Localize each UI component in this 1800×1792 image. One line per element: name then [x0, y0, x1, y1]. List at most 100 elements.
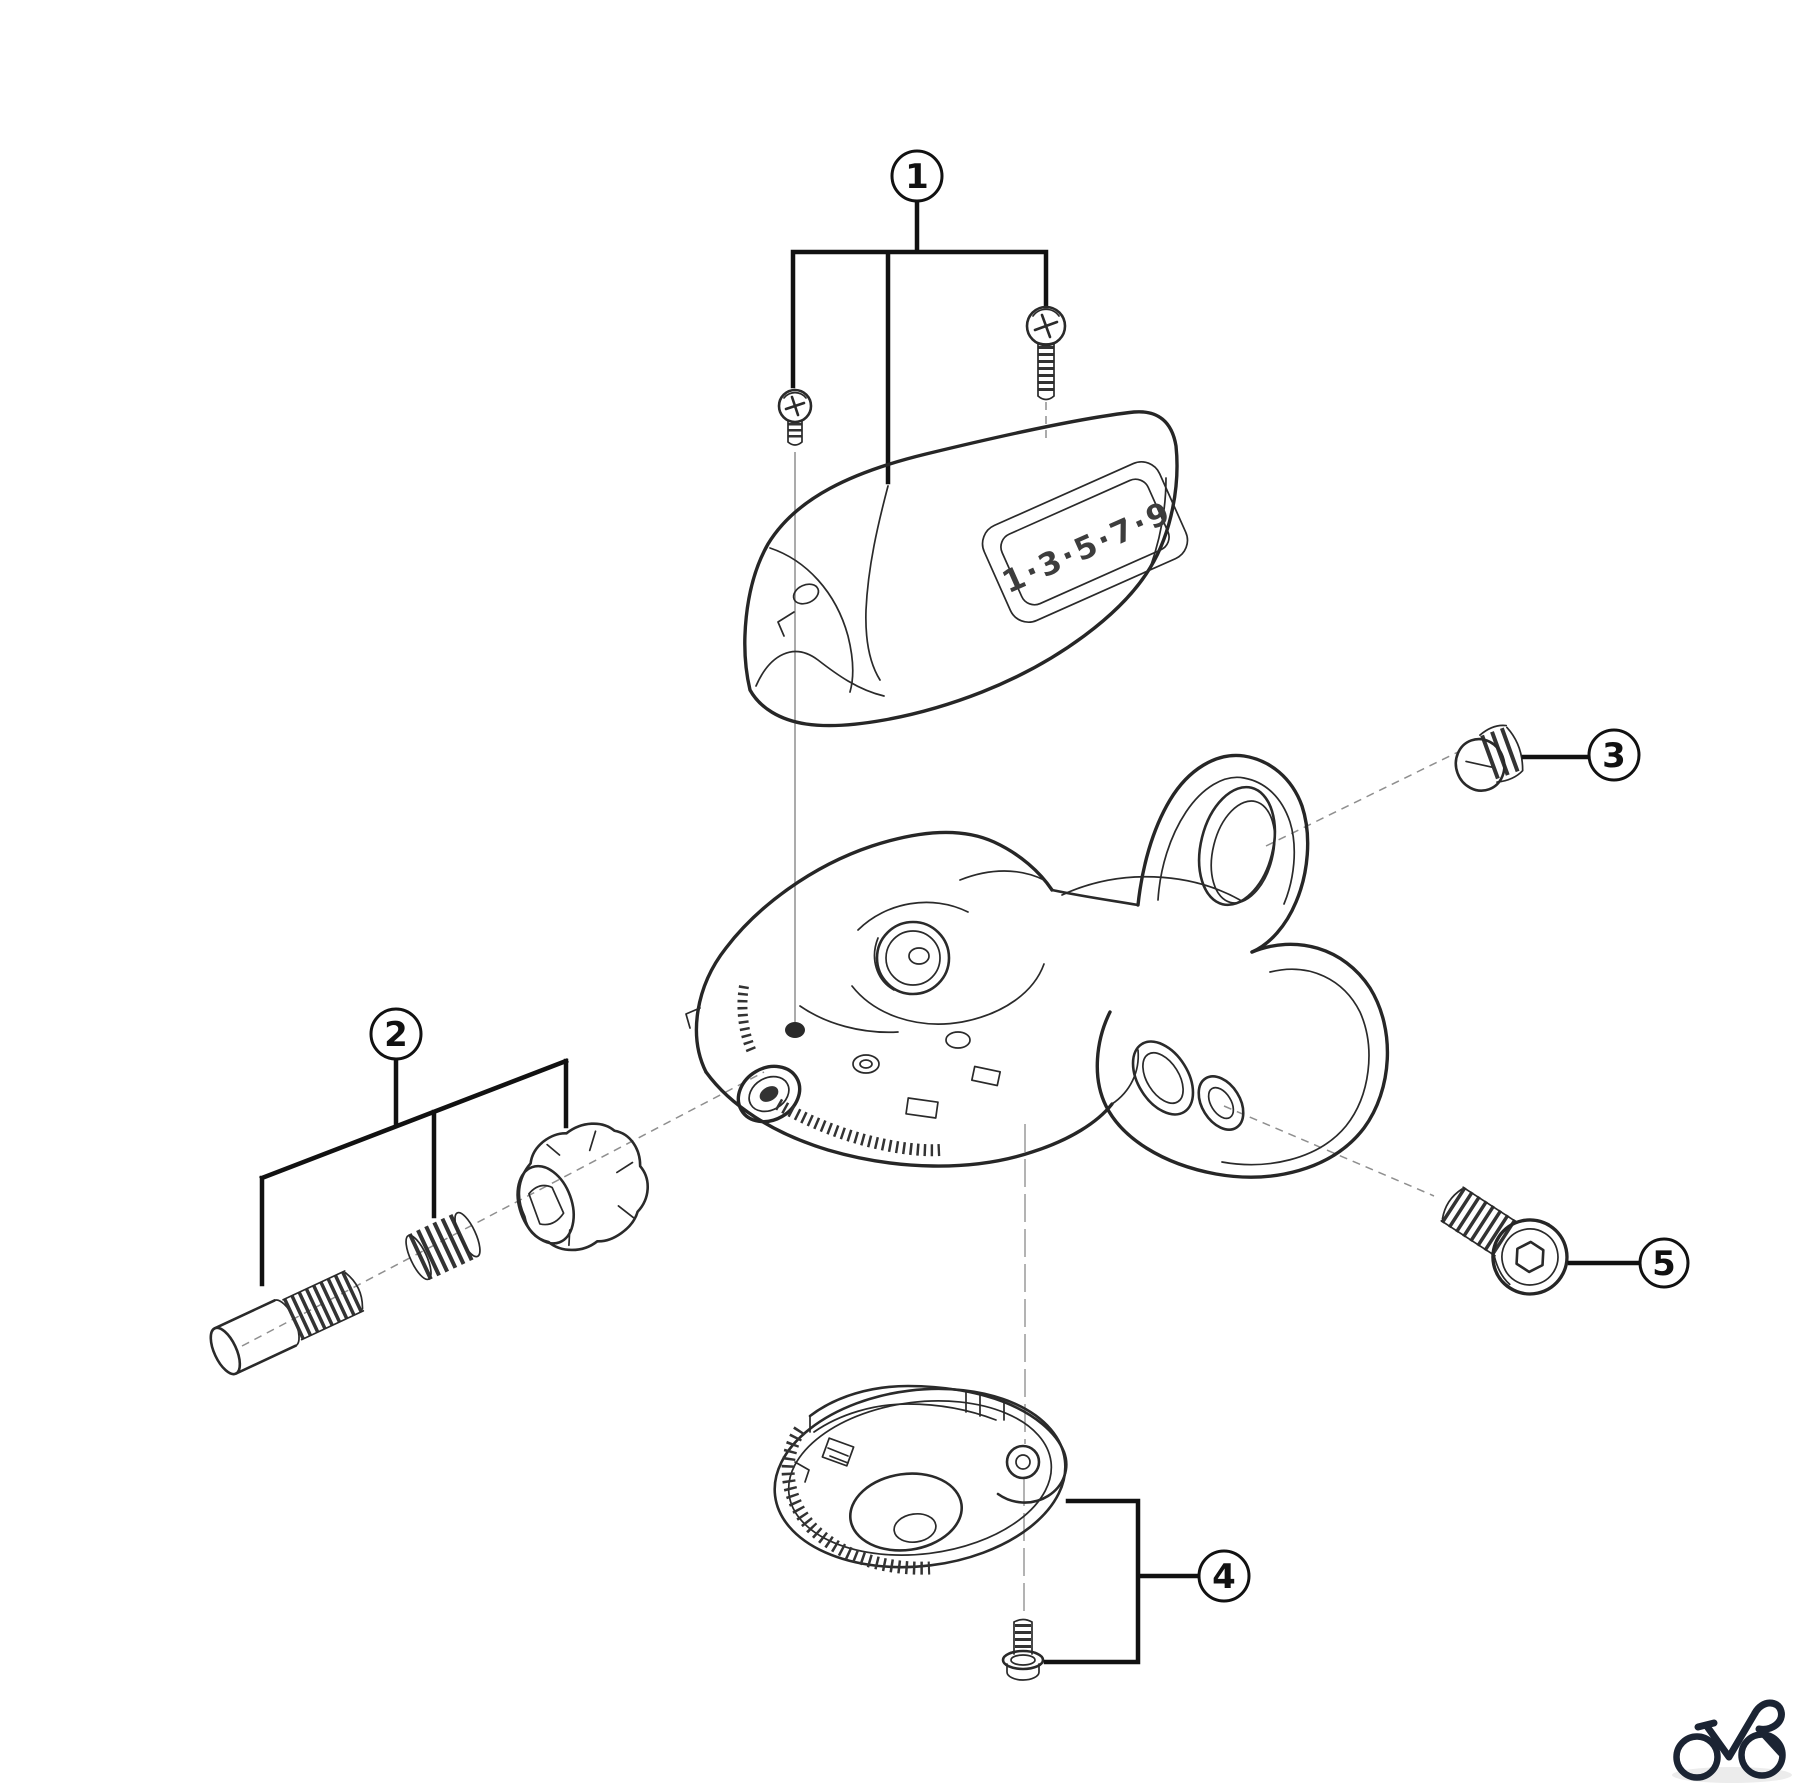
body-tab-1 — [970, 1065, 1002, 1087]
plate-wall-inner — [809, 1401, 1005, 1433]
plate-clip-lines — [827, 1447, 849, 1464]
cap-slot — [1465, 760, 1493, 768]
clamp-lug-hole-inner — [1207, 1086, 1235, 1120]
clamp-outer — [1136, 753, 1310, 954]
callout-4-label: 4 — [1212, 1557, 1236, 1597]
part-top-cover: 1·3·5·7·9 — [743, 410, 1189, 728]
callout-1-group: 1 — [790, 149, 1049, 485]
callout-5-label: 5 — [1652, 1244, 1676, 1284]
bicycle-logo-icon — [1672, 1699, 1792, 1783]
plate-tab — [996, 1400, 1068, 1504]
bolt-end-cap — [209, 1326, 242, 1376]
body-outline-bottom — [704, 1070, 1114, 1168]
lever-inner-line — [1221, 968, 1370, 1166]
knob-scalloped-outline — [517, 1122, 649, 1252]
body-to-clamp — [1050, 888, 1140, 907]
callout-4-bracket — [1043, 1498, 1199, 1665]
front-ring-outer — [1131, 1040, 1195, 1116]
screw-hole — [785, 1022, 805, 1038]
bolt-head-chamfer — [1501, 1228, 1559, 1286]
leader-lines — [241, 402, 1459, 1616]
cover-outline — [743, 410, 1179, 728]
pivot-center-hole — [908, 947, 930, 965]
plate-tab-hole-outer — [1005, 1444, 1041, 1480]
part-sealing-cap — [1454, 724, 1524, 792]
callout-5-circle — [1638, 1237, 1690, 1289]
body-front-edge — [1111, 1049, 1140, 1105]
adjuster-barrel-outer — [736, 1064, 802, 1124]
body-tab-3 — [685, 1007, 701, 1029]
adjuster-barrel-hole — [759, 1086, 779, 1102]
bolt-thread-outline — [1440, 1186, 1518, 1257]
bolt-shoulder — [273, 1299, 300, 1347]
bolt-thread-outline — [282, 1270, 365, 1341]
bolt-head-outer — [1491, 1218, 1569, 1296]
logo-r-shape — [1751, 1699, 1785, 1757]
knob-socket — [528, 1184, 565, 1226]
callout-2-group: 2 — [259, 1007, 569, 1287]
screw-shaft — [1013, 1618, 1033, 1655]
bolt-cylinder — [213, 1299, 297, 1375]
plate-rim-hatch — [781, 1426, 931, 1575]
screw-cross-slot — [784, 395, 806, 417]
bolt-threads — [1440, 1186, 1518, 1257]
front-ring-inner — [1142, 1051, 1184, 1105]
knob-face — [516, 1164, 575, 1245]
cam-curve-2 — [851, 963, 1045, 1025]
callout-1-label: 1 — [905, 157, 929, 197]
body-detail-oval-2b — [859, 1059, 873, 1069]
plate-wall-outer — [808, 1384, 1006, 1418]
leader-clamp-bolt-axis — [1223, 1105, 1435, 1197]
cam-curve-4 — [959, 870, 1045, 881]
spring-end-right — [454, 1211, 481, 1258]
lever-outline — [1095, 942, 1390, 1179]
part-clamp-bolt — [1440, 1186, 1569, 1296]
plate-wall-notch — [965, 1391, 981, 1417]
callout-3-circle — [1587, 728, 1641, 782]
part-adjuster-knob — [516, 1122, 649, 1252]
bolt-threads — [283, 1271, 364, 1340]
part-cover-screw-large — [1025, 305, 1067, 401]
screw-head-dome — [783, 391, 807, 399]
callout-3-group: 3 — [1521, 728, 1641, 782]
cover-face-divider — [769, 547, 854, 693]
screw-head — [1025, 305, 1067, 347]
plate-left-notch — [794, 1461, 810, 1483]
cover-bar-saddle — [755, 650, 885, 697]
screw-shaft — [1037, 343, 1055, 401]
callout-1-bracket — [790, 199, 1049, 485]
callout-3-label: 3 — [1602, 736, 1626, 776]
screw-head — [777, 388, 813, 424]
leader-cap-axis — [1265, 751, 1459, 847]
part-shifter-body — [685, 830, 1245, 1168]
cover-crease — [865, 485, 889, 681]
spring-end-left — [405, 1234, 432, 1281]
cover-tab — [777, 611, 795, 637]
part-thumb-lever — [1061, 875, 1390, 1179]
callout-4-group: 4 — [1043, 1498, 1251, 1665]
plate-dome-hole — [893, 1512, 937, 1544]
screw-cross-slot — [1033, 313, 1059, 339]
indicator-window-outer — [981, 461, 1189, 623]
screw-shaft — [787, 420, 803, 446]
callout-1-circle — [890, 149, 944, 203]
clamp-opening-outer — [1197, 785, 1277, 907]
part-clamp-band — [1136, 753, 1310, 954]
edge-ribs — [737, 985, 757, 1055]
body-tab-2 — [905, 1097, 939, 1119]
cam-curve-1 — [857, 901, 969, 931]
part-adjuster-spring — [405, 1211, 481, 1281]
bolt-hex-socket — [1515, 1240, 1545, 1274]
screw-head-dome — [1032, 308, 1060, 317]
cover-vent-oval — [792, 583, 820, 605]
plate-clip-tab — [821, 1437, 855, 1467]
callout-2-bracket — [259, 1057, 569, 1287]
part-cover-screw-small — [777, 388, 813, 446]
clamp-opening-inner — [1210, 800, 1276, 904]
callout-2-label: 2 — [384, 1015, 408, 1055]
lever-top-edge — [1061, 875, 1241, 901]
body-detail-oval-1 — [945, 1031, 971, 1049]
cap-face — [1454, 737, 1506, 792]
leader-adjuster-axis — [241, 1071, 765, 1347]
